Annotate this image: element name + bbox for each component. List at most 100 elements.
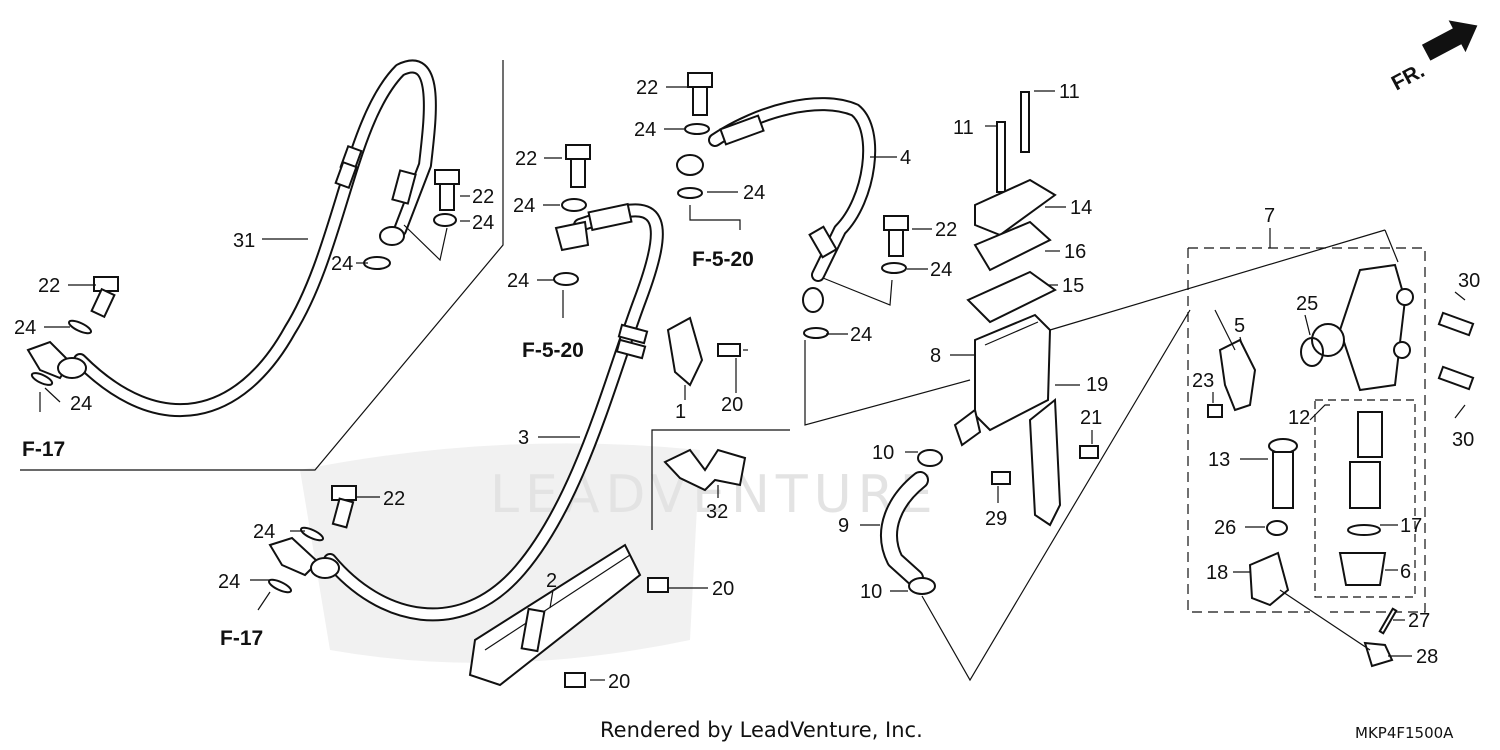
bolt-22-f xyxy=(883,215,909,257)
washer-24-l xyxy=(803,327,829,339)
callout-22-a: 22 xyxy=(38,275,60,297)
callout-24-d: 24 xyxy=(331,253,353,275)
spring-12 xyxy=(1349,411,1383,509)
callout-20-c: 20 xyxy=(608,671,630,693)
callout-22-c: 22 xyxy=(515,148,537,170)
bolt-22-d xyxy=(331,485,357,529)
footer-credit: Rendered by LeadVenture, Inc. xyxy=(600,718,923,742)
washer-24-e xyxy=(561,198,587,212)
inset-frame-clamp xyxy=(651,429,790,530)
callout-14: 14 xyxy=(1070,197,1092,219)
callout-25: 25 xyxy=(1296,293,1318,315)
washer-24-i xyxy=(684,123,710,135)
washer-24-j xyxy=(677,187,703,199)
callout-5: 5 xyxy=(1234,315,1245,337)
callout-20-a: 20 xyxy=(721,394,743,416)
callout-32: 32 xyxy=(706,501,728,523)
callout-6: 6 xyxy=(1400,561,1411,583)
callout-10-b: 10 xyxy=(860,581,882,603)
cotter-28 xyxy=(1363,641,1394,668)
ref-f520-left: F-5-20 xyxy=(522,339,584,362)
nut-26 xyxy=(1266,520,1288,536)
callout-24-k: 24 xyxy=(930,259,952,281)
callout-15: 15 xyxy=(1062,275,1084,297)
callout-24-g: 24 xyxy=(253,521,275,543)
bracket-19 xyxy=(1028,397,1062,527)
callout-9: 9 xyxy=(838,515,849,537)
bolt-22-e xyxy=(687,72,713,116)
callout-24-c: 24 xyxy=(472,212,494,234)
callout-24-b: 24 xyxy=(70,393,92,415)
callout-12: 12 xyxy=(1288,407,1310,429)
callout-4: 4 xyxy=(900,147,911,169)
callout-26: 26 xyxy=(1214,517,1236,539)
leader-lines xyxy=(39,86,1466,682)
bolt-30-b xyxy=(1437,365,1475,391)
joint-5 xyxy=(1218,338,1257,412)
callout-22-b: 22 xyxy=(472,186,494,208)
inset-frame-left xyxy=(20,60,504,471)
callout-22-d: 22 xyxy=(383,488,405,510)
callout-24-i: 24 xyxy=(634,119,656,141)
bolt-30-a xyxy=(1437,311,1475,337)
callout-24-l: 24 xyxy=(850,324,872,346)
front-label: FR. xyxy=(1388,59,1429,95)
callout-7: 7 xyxy=(1264,205,1275,227)
bracket-2 xyxy=(468,543,669,688)
boot-6 xyxy=(1338,552,1387,586)
bolt-21 xyxy=(1079,445,1099,459)
callout-31: 31 xyxy=(233,230,255,252)
bolt-22-c xyxy=(565,144,591,188)
kit-7-frame xyxy=(1187,247,1426,613)
front-direction-arrow xyxy=(1421,20,1478,61)
clevis-18 xyxy=(1248,551,1290,607)
washer-24-f xyxy=(553,272,579,286)
callout-29: 29 xyxy=(985,508,1007,530)
clamp-1 xyxy=(666,316,741,387)
callout-30-b: 30 xyxy=(1452,429,1474,451)
callout-24-f: 24 xyxy=(507,270,529,292)
bolt-29 xyxy=(991,471,1011,485)
callout-27: 27 xyxy=(1408,610,1430,632)
hose-9 xyxy=(880,471,929,587)
bolt-22-a xyxy=(90,276,119,319)
callout-2: 2 xyxy=(546,570,557,592)
clamp-32 xyxy=(663,448,747,492)
callout-20-b: 20 xyxy=(712,578,734,600)
pushrod-13 xyxy=(1268,438,1298,509)
screw-11-pair xyxy=(996,91,1030,193)
hose-31 xyxy=(26,59,437,418)
callout-30-a: 30 xyxy=(1458,270,1480,292)
clip-10-a xyxy=(917,449,943,467)
callout-23: 23 xyxy=(1192,370,1214,392)
washer-24-g xyxy=(299,526,325,542)
ref-f17-left: F-17 xyxy=(22,438,65,461)
callout-24-a: 24 xyxy=(14,317,36,339)
bolt-23 xyxy=(1207,404,1223,418)
washer-24-h xyxy=(267,578,293,594)
callout-11-a: 11 xyxy=(1059,81,1080,103)
callout-24-j: 24 xyxy=(743,182,765,204)
callout-22-e: 22 xyxy=(636,77,658,99)
callout-10-a: 10 xyxy=(872,442,894,464)
callout-3: 3 xyxy=(518,427,529,449)
callout-28: 28 xyxy=(1416,646,1438,668)
reference-labels: F-17 F-17 F-5-20 F-5-20 xyxy=(22,248,754,650)
callout-22-f: 22 xyxy=(935,219,957,241)
washer-24-a xyxy=(67,319,93,335)
plate-16 xyxy=(973,220,1052,272)
washer-24-c xyxy=(433,213,457,227)
callout-19: 19 xyxy=(1086,374,1108,396)
diagram-code: MKP4F1500A xyxy=(1355,724,1454,742)
circlip-17 xyxy=(1347,524,1381,536)
cylinder-body-7 xyxy=(1311,263,1414,392)
clip-10-b xyxy=(908,577,936,595)
diaphragm-15 xyxy=(966,270,1057,324)
reservoir-8 xyxy=(953,313,1052,447)
bolt-22-b xyxy=(434,169,460,211)
pin-27 xyxy=(1378,607,1398,635)
callout-13: 13 xyxy=(1208,449,1230,471)
cap-14 xyxy=(974,178,1057,237)
callout-11-b: 11 xyxy=(953,117,974,139)
